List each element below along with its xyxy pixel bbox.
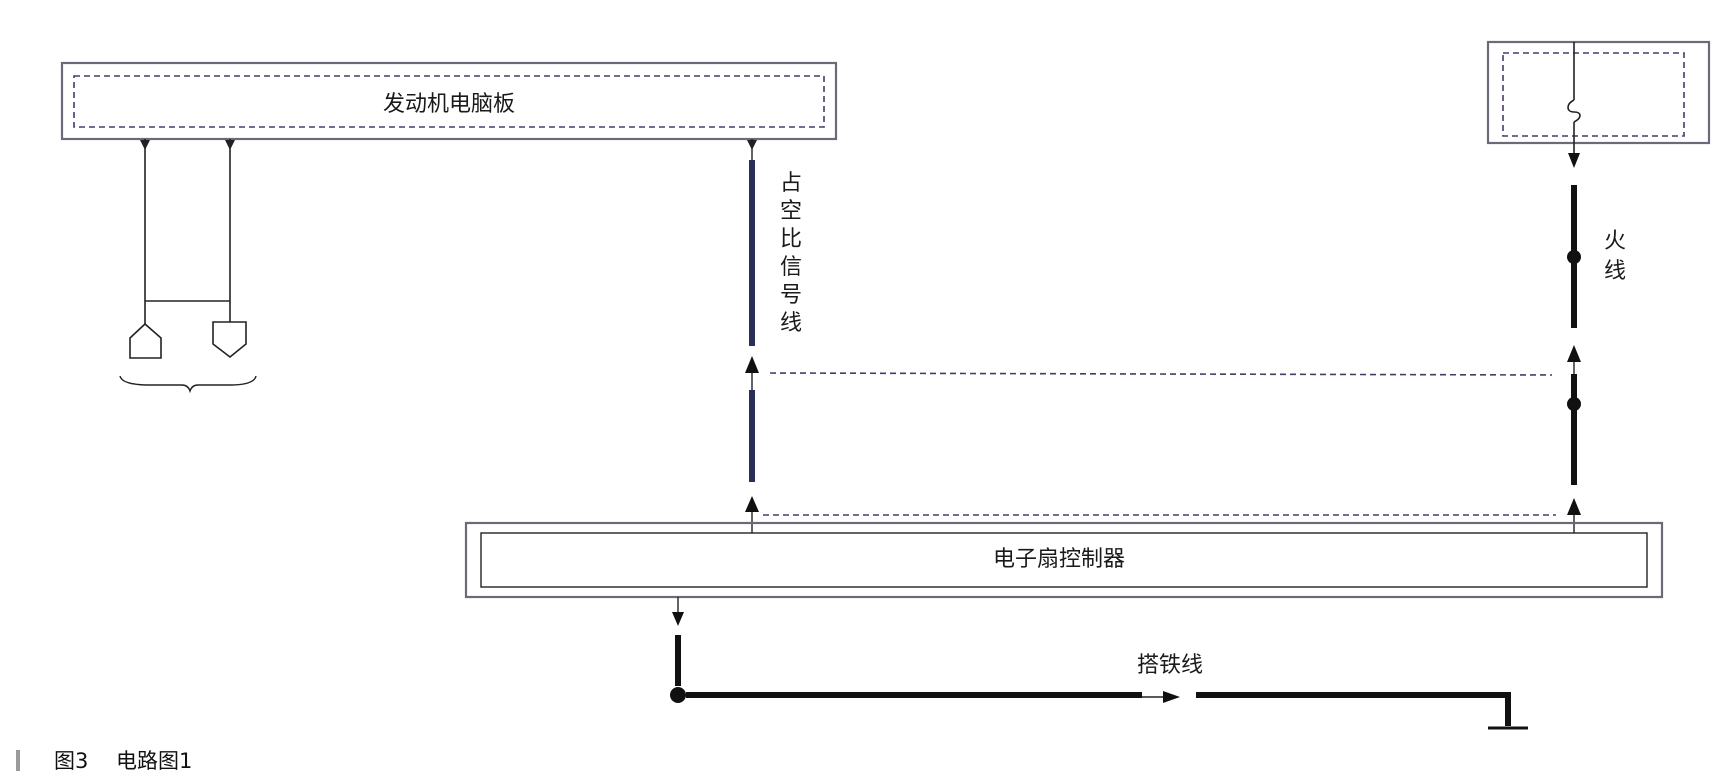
live-wire-label-0: 火 (1604, 229, 1626, 254)
connector-female-icon (212, 321, 247, 359)
power-arrow-1 (1567, 345, 1581, 362)
figure-number: 图3 (54, 749, 88, 773)
duty-signal-label-1: 空 (780, 199, 802, 224)
figure-title: 电路图1 (116, 749, 192, 773)
duty-signal-label-3: 信 (780, 255, 802, 280)
figure-caption: 图3 电路图1 (16, 749, 192, 773)
signal-arrow-1 (745, 356, 759, 373)
ground-arrow-down (672, 612, 684, 626)
harness-dashed-lines (763, 372, 1556, 516)
duty-signal-label-0: 占 (780, 171, 802, 196)
fan-controller-label: 电子扇控制器 (993, 547, 1125, 572)
pin-arrow-2 (225, 140, 235, 150)
ground-wire: 搭铁线 (670, 597, 1528, 730)
live-wire: 火 线 (1567, 185, 1626, 533)
power-arrow-2 (1567, 498, 1581, 515)
ground-wire-label: 搭铁线 (1137, 653, 1203, 678)
splice-dot-2 (1567, 397, 1581, 411)
fuse-box (1486, 40, 1711, 168)
fan-controller-box: 电子扇控制器 (464, 521, 1664, 599)
ecu-label: 发动机电脑板 (383, 92, 515, 117)
duty-signal-label-4: 号 (780, 283, 802, 308)
signal-arrow-2 (745, 496, 759, 512)
duty-signal-wire: 占 空 比 信 号 线 (745, 139, 802, 533)
splice-dot-1 (1567, 250, 1581, 264)
duty-signal-label-5: 线 (780, 311, 802, 336)
pin-arrow-1 (140, 140, 150, 150)
sensor-branch (119, 139, 257, 394)
live-wire-label-1: 线 (1604, 259, 1626, 284)
connector-male-icon (129, 322, 162, 359)
ground-splice-dot (670, 687, 686, 703)
fuse-arrow (1568, 153, 1580, 168)
ecu-box: 发动机电脑板 (60, 61, 838, 141)
duty-signal-label-2: 比 (780, 227, 802, 252)
caption-marker (16, 750, 20, 771)
fuse-icon (1567, 99, 1581, 123)
ground-arrow-right (1163, 691, 1180, 703)
brace-icon (119, 375, 257, 394)
